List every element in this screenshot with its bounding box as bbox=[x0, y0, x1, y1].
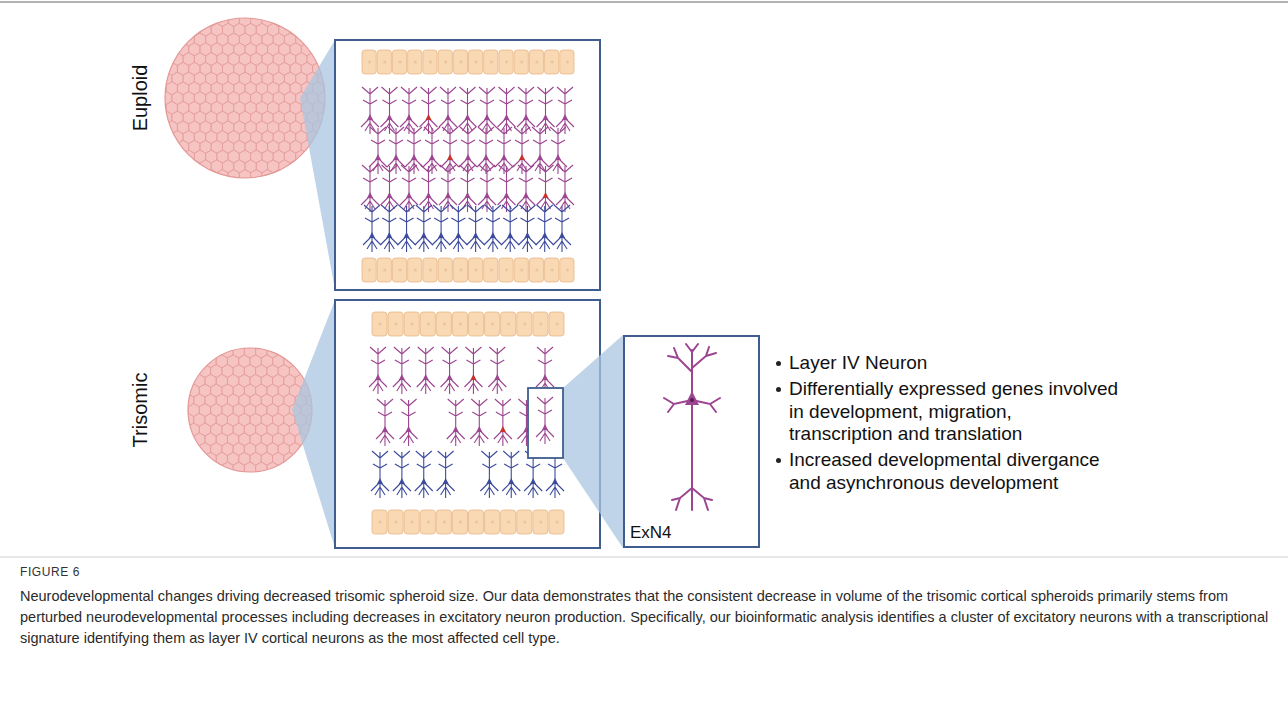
zoom-cone bbox=[292, 300, 335, 548]
figure-number: FIGURE 6 bbox=[20, 565, 80, 579]
zoom-region bbox=[528, 388, 563, 458]
bullet-dot bbox=[776, 361, 781, 366]
bullet-dot bbox=[776, 458, 781, 463]
neuron-row bbox=[369, 347, 554, 394]
figure-caption: Neurodevelopmental changes driving decre… bbox=[20, 586, 1270, 649]
highlighted-neuron bbox=[536, 397, 554, 444]
condition-label: Trisomic bbox=[128, 373, 152, 448]
finding-bullet-wrap: Differentially expressed genes involved … bbox=[775, 378, 1121, 446]
neuron-row bbox=[363, 205, 571, 252]
ventricular-cells bbox=[362, 50, 574, 74]
caption-rule bbox=[0, 557, 1288, 558]
condition-label-wrap: Euploid bbox=[128, 65, 152, 132]
ventricular-cells bbox=[372, 510, 564, 534]
condition-label: Euploid bbox=[128, 65, 152, 132]
neuron-row bbox=[361, 87, 574, 134]
condition-label-wrap: Trisomic bbox=[128, 373, 152, 448]
top-rule bbox=[0, 1, 1288, 3]
ventricular-cells bbox=[372, 312, 564, 336]
detail-ground bbox=[623, 335, 760, 548]
cell-cluster-label: ExN4 bbox=[630, 523, 752, 543]
ventricular-cells bbox=[362, 258, 574, 282]
detail-box: ExN4 bbox=[623, 335, 760, 548]
finding-bullet-wrap: Increased developmental divergance and a… bbox=[775, 449, 1121, 495]
bullet-dot bbox=[776, 387, 781, 392]
zoom-cone bbox=[300, 40, 335, 290]
zoom-cone bbox=[563, 335, 623, 548]
finding-bullet: Increased developmental divergance and a… bbox=[789, 449, 1119, 495]
layer-iv-neuron bbox=[664, 344, 720, 510]
zoom-panel bbox=[335, 300, 600, 548]
finding-bullet: Differentially expressed genes involved … bbox=[789, 378, 1119, 446]
zoom-panel bbox=[335, 40, 600, 290]
neuron-row bbox=[361, 165, 574, 212]
finding-bullet: Layer IV Neuron bbox=[789, 352, 1119, 375]
finding-bullet-wrap: Layer IV Neuron bbox=[775, 352, 1121, 375]
figure-number-wrap: FIGURE 6 bbox=[20, 565, 80, 579]
